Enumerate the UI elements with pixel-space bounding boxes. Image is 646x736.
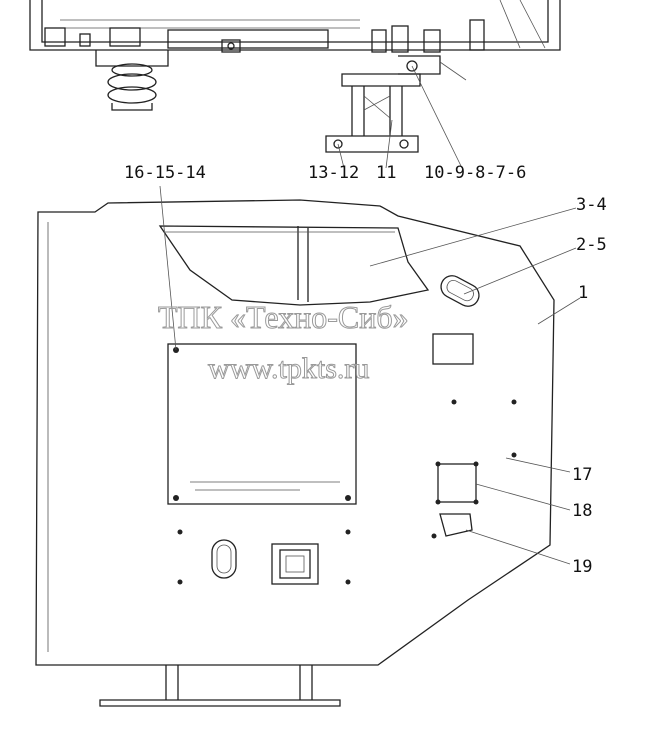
support-legs: [99, 665, 341, 707]
watermark-company: ТПК «Техно-Сиб»: [158, 299, 409, 335]
cover-18: [435, 461, 479, 505]
callout-3-4: 3-4: [576, 195, 607, 215]
leader-18: [475, 483, 571, 511]
leader-11: [385, 119, 393, 169]
callout-11: 11: [376, 163, 396, 183]
leader-10-6: [411, 65, 463, 169]
square-socket: [271, 543, 319, 585]
flap-3-4: [158, 225, 430, 306]
callout-13-12: 13-12: [308, 163, 359, 183]
leader-2-5: [463, 247, 577, 295]
small-cutout: [432, 333, 474, 365]
callout-2-5: 2-5: [576, 235, 607, 255]
leader-1: [537, 297, 581, 325]
air-spring: [107, 63, 157, 111]
cover-19: [439, 513, 473, 537]
oval-cutout-lower: [211, 539, 237, 579]
mounting-plate: [167, 343, 357, 505]
watermark-url: www.tpkts.ru: [208, 352, 369, 385]
callout-17: 17: [572, 465, 592, 485]
callout-16-15-14: 16-15-14: [124, 163, 206, 183]
leader-3-4: [369, 207, 577, 267]
main-panel: [35, 185, 581, 707]
callout-19: 19: [572, 557, 592, 577]
oval-grommet-2-5: [440, 275, 480, 307]
mounting-holes: [177, 399, 517, 585]
leader-19: [465, 529, 571, 565]
leader-16-15-14: [159, 185, 177, 351]
callout-1: 1: [578, 283, 588, 303]
leader-13-12: [337, 143, 345, 169]
support-bracket: [325, 55, 467, 153]
leader-17: [505, 457, 571, 473]
callout-10-9-8-7-6: 10-9-8-7-6: [424, 163, 526, 183]
top-frame-assembly: [29, 0, 561, 169]
callout-18: 18: [572, 501, 592, 521]
